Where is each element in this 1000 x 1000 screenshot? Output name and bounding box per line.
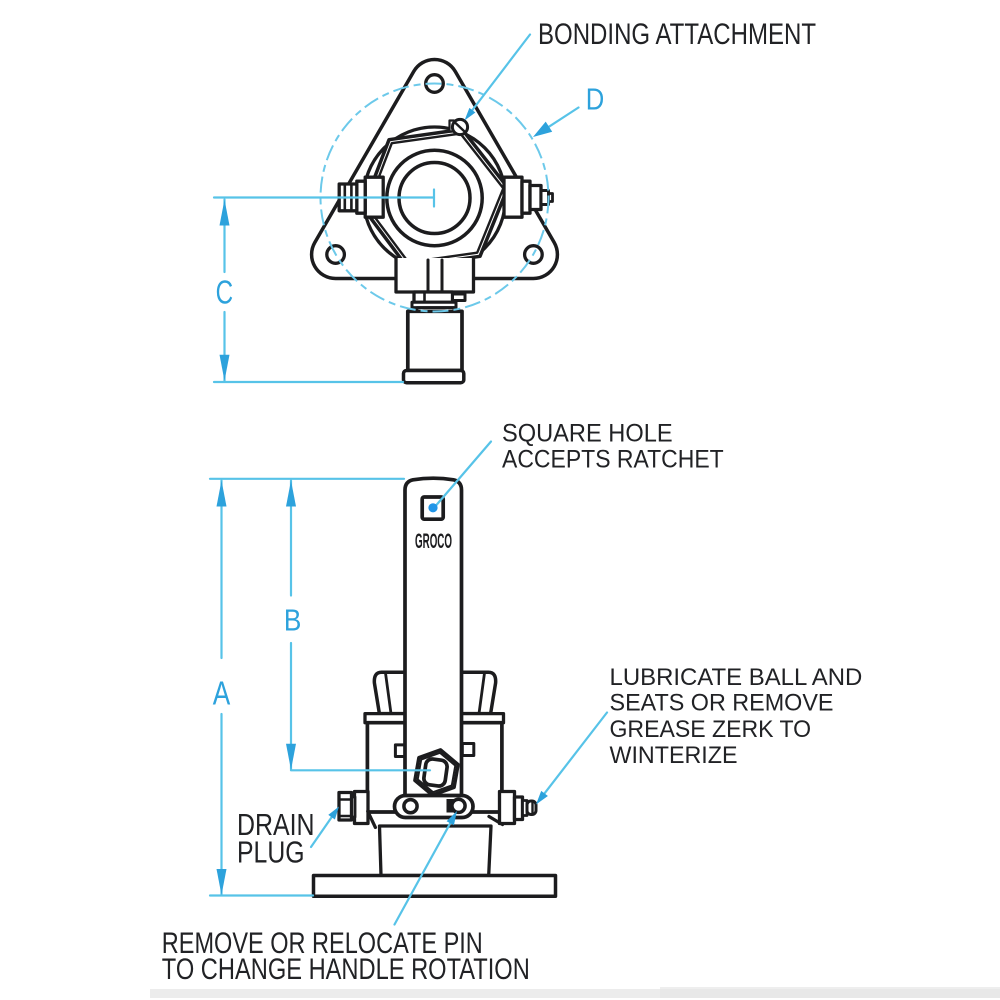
svg-text:C: C — [216, 274, 234, 311]
svg-text:LUBRICATE BALL AND: LUBRICATE BALL AND — [610, 664, 863, 691]
svg-text:TO CHANGE HANDLE ROTATION: TO CHANGE HANDLE ROTATION — [162, 953, 530, 986]
svg-text:A: A — [213, 675, 231, 712]
svg-text:PLUG: PLUG — [237, 835, 305, 870]
svg-text:SEATS OR REMOVE: SEATS OR REMOVE — [610, 689, 834, 716]
svg-text:GREASE ZERK TO: GREASE ZERK TO — [610, 716, 812, 743]
svg-text:B: B — [284, 602, 302, 637]
svg-text:GROCO: GROCO — [415, 530, 452, 553]
svg-text:DRAIN: DRAIN — [237, 807, 315, 842]
svg-text:REMOVE OR RELOCATE PIN: REMOVE OR RELOCATE PIN — [162, 927, 483, 960]
svg-text:WINTERIZE: WINTERIZE — [610, 742, 738, 769]
svg-text:D: D — [586, 82, 605, 117]
svg-text:ACCEPTS RATCHET: ACCEPTS RATCHET — [502, 445, 724, 473]
svg-text:SQUARE HOLE: SQUARE HOLE — [502, 419, 673, 447]
svg-text:BONDING ATTACHMENT: BONDING ATTACHMENT — [538, 18, 816, 51]
